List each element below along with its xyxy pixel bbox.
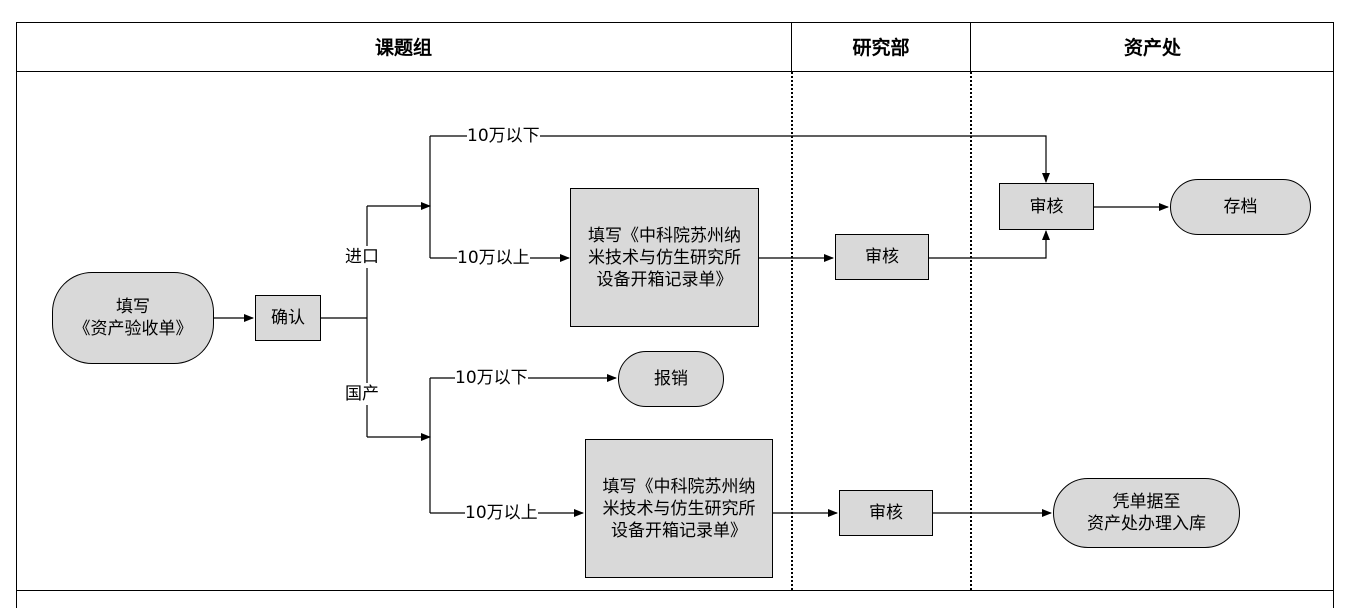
form-node-domestic: 填写《中科院苏州纳 米技术与仿生研究所 设备开箱记录单》 xyxy=(585,439,773,578)
start-node: 填写 《资产验收单》 xyxy=(52,272,214,364)
label-domestic-above: 10万以上 xyxy=(465,502,538,524)
label-domestic-below: 10万以下 xyxy=(455,367,528,389)
frame-bottom-line xyxy=(16,590,1334,591)
archive-node: 存档 xyxy=(1170,179,1311,235)
edge-review-to-asset xyxy=(929,230,1050,259)
lane-divider-2 xyxy=(970,72,972,590)
lane-header-research: 研究部 xyxy=(792,22,971,72)
flowchart-frame xyxy=(16,22,1334,608)
label-domestic: 国产 xyxy=(345,383,379,405)
review-node-research-import: 审核 xyxy=(835,234,929,280)
reimburse-node: 报销 xyxy=(618,351,724,407)
label-import: 进口 xyxy=(345,246,379,268)
lane-divider-1 xyxy=(791,72,793,590)
voucher-node: 凭单据至 资产处办理入库 xyxy=(1053,478,1240,548)
lane-header-group: 课题组 xyxy=(16,22,792,72)
confirm-node: 确认 xyxy=(255,295,321,341)
lane-header-asset: 资产处 xyxy=(971,22,1334,72)
review-node-asset: 审核 xyxy=(999,183,1094,230)
edge-import-below xyxy=(430,135,1050,183)
review-node-research-domestic: 审核 xyxy=(839,490,933,536)
label-import-below: 10万以下 xyxy=(467,125,540,147)
form-node-import: 填写《中科院苏州纳 米技术与仿生研究所 设备开箱记录单》 xyxy=(570,188,759,327)
label-import-above: 10万以上 xyxy=(457,247,530,269)
